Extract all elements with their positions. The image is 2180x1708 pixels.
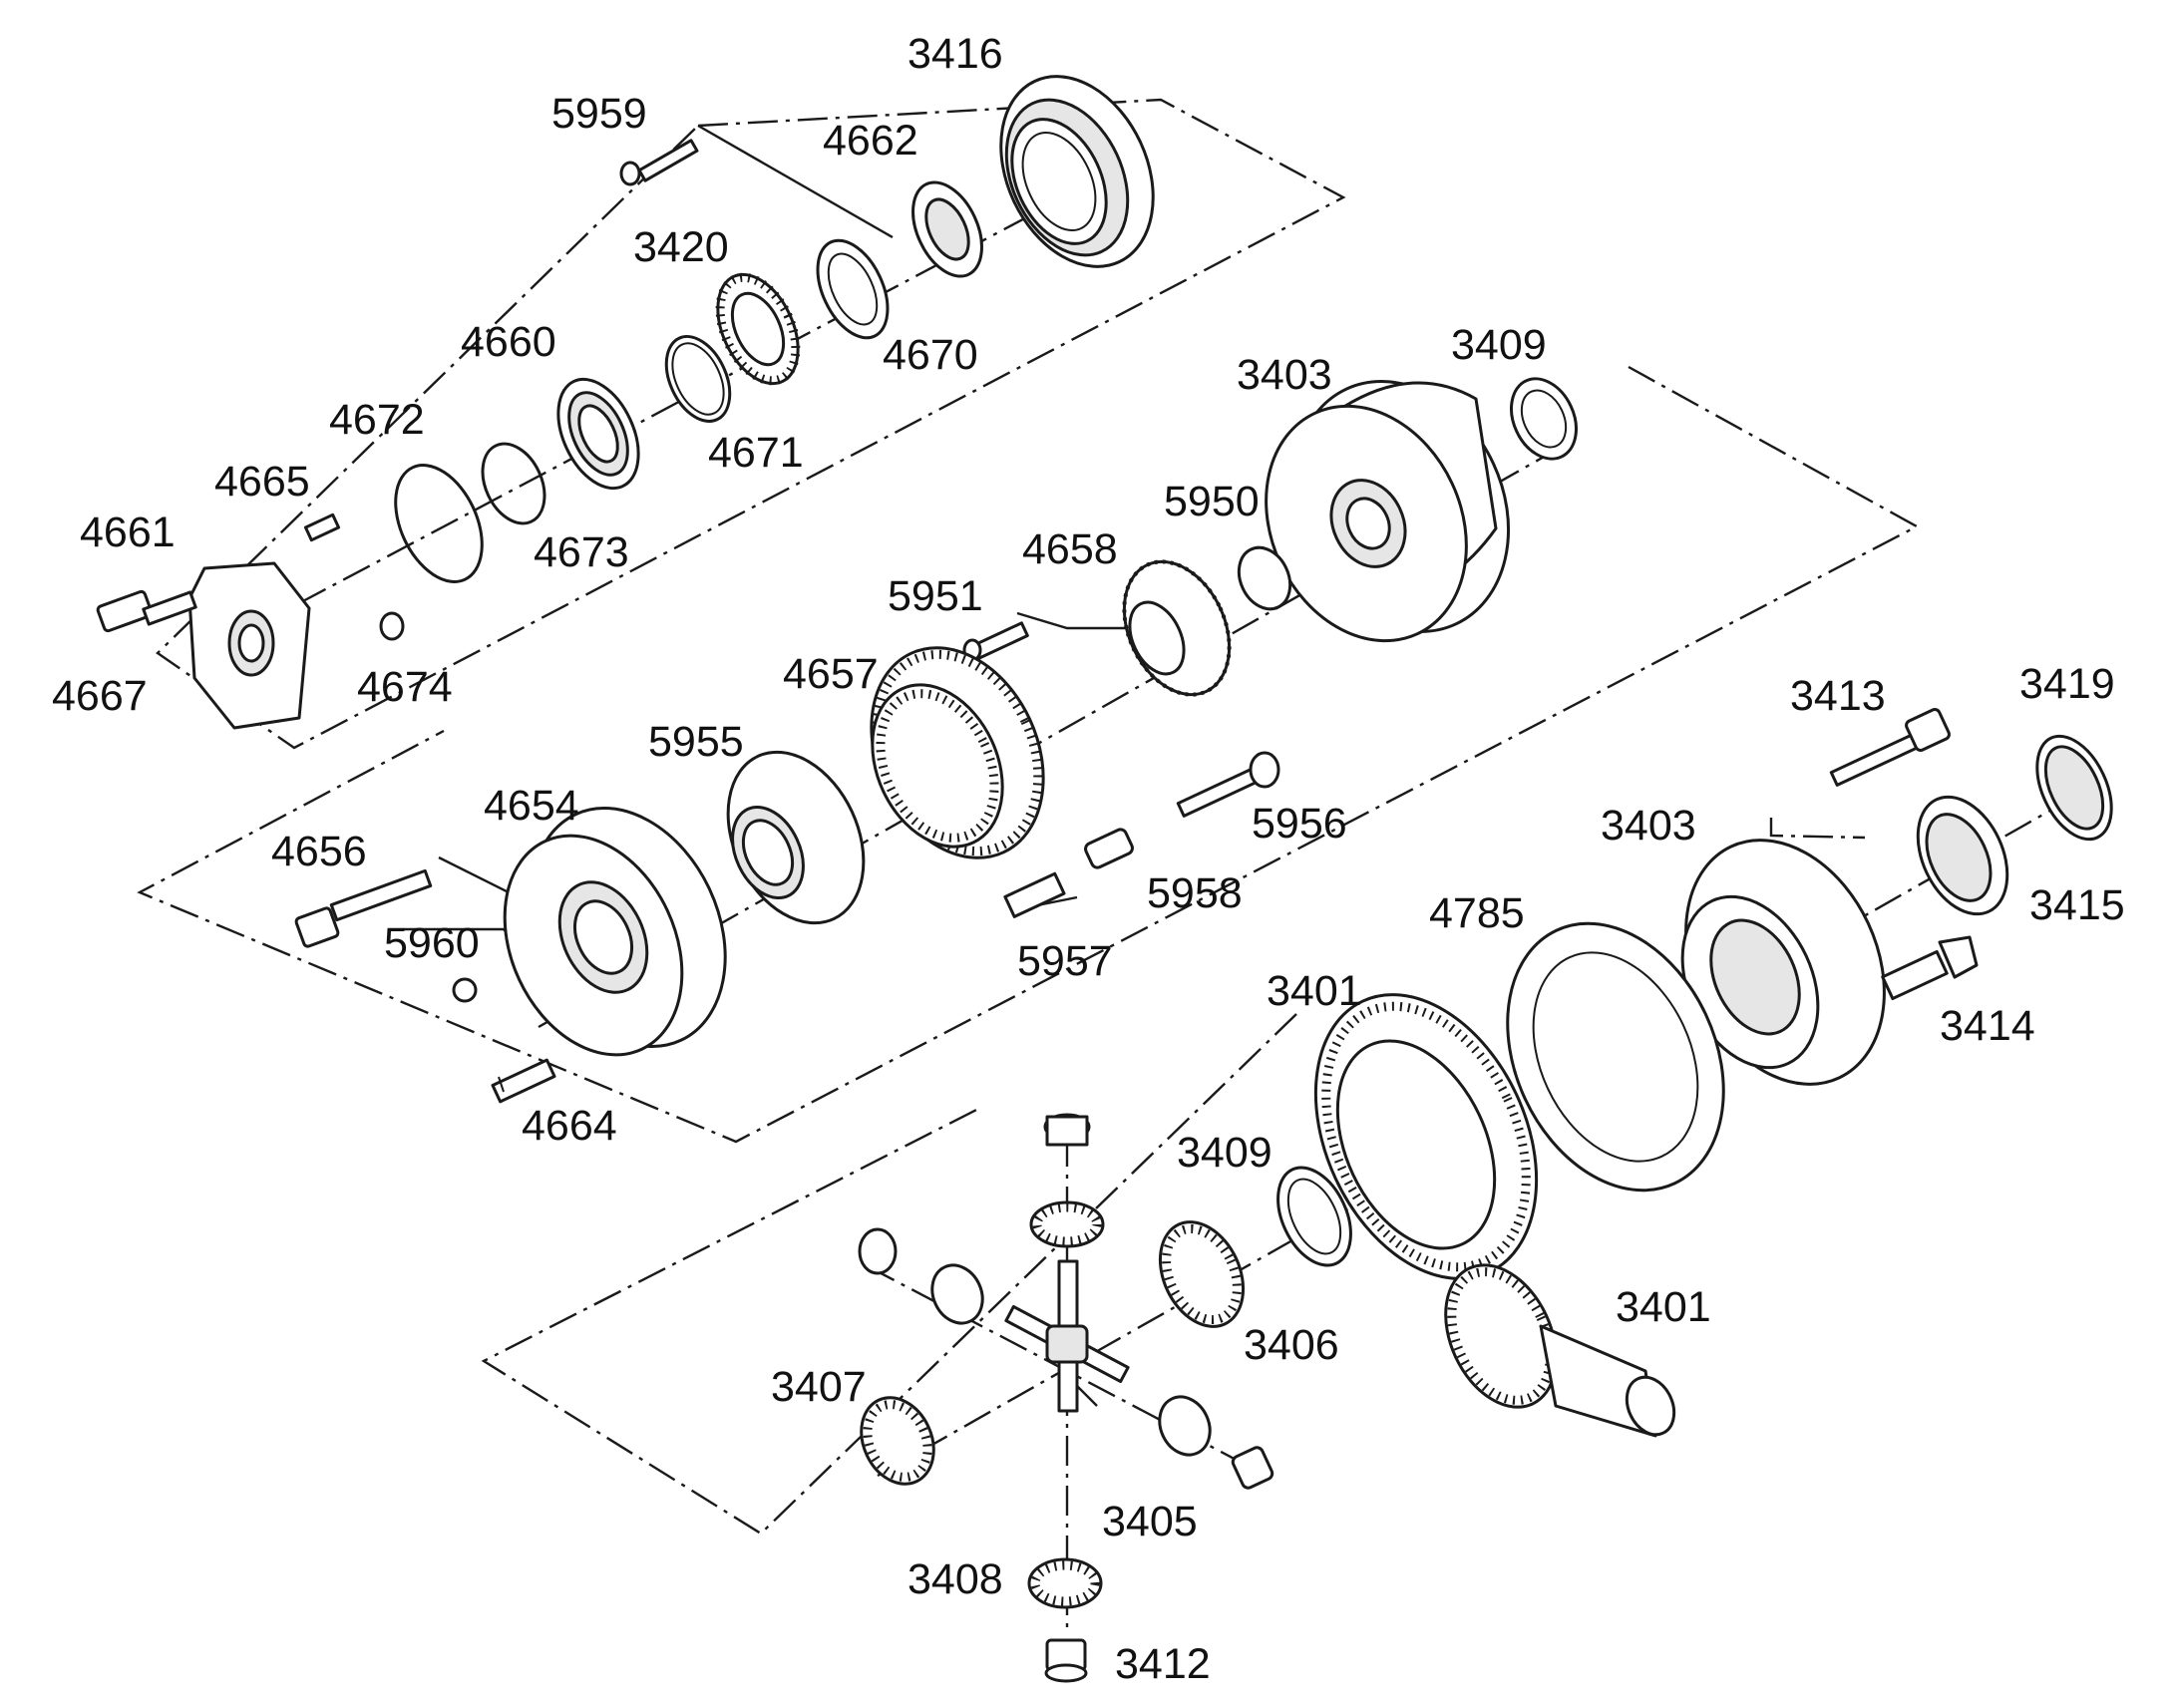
outline-3403-bolt	[1769, 818, 1866, 840]
callout-5956: 5956	[1252, 800, 1347, 848]
part-4665-pin	[303, 512, 341, 542]
callout-4671: 4671	[708, 429, 804, 477]
part-4662-seal	[911, 180, 983, 278]
part-3406-side-gear	[1158, 1220, 1246, 1328]
part-4670-washer	[816, 238, 890, 340]
callout-4662: 4662	[823, 117, 918, 165]
part-3419-ring-nut	[2035, 734, 2113, 842]
callout-3420: 3420	[633, 223, 729, 271]
part-spider-cross	[1004, 1259, 1130, 1413]
leader-5959	[697, 124, 894, 239]
part-5960-ball	[452, 977, 478, 1003]
callout-3419: 3419	[2019, 660, 2115, 708]
callout-3405: 3405	[1102, 1498, 1198, 1545]
part-5955-piston-plate	[726, 750, 866, 925]
part-3408-pinion	[1027, 1557, 1103, 1609]
part-3401-ring-gear	[1313, 993, 1539, 1280]
part-3401-pinion-shaft	[1444, 1263, 1676, 1438]
callout-5959: 5959	[551, 90, 647, 138]
part-4785-disc	[1506, 921, 1725, 1193]
callout-3414: 3414	[1940, 1002, 2035, 1050]
callout-4665: 4665	[214, 458, 310, 506]
part-3407-side-gear	[860, 1396, 935, 1486]
part-5959-screw	[619, 139, 699, 186]
part-3409-thrust-washer-lower	[1276, 1166, 1352, 1267]
leader-4656	[438, 855, 520, 899]
part-4664-spring	[491, 1058, 556, 1104]
part-3414-bolt	[1881, 935, 1979, 1001]
part-4671-ring	[664, 335, 732, 423]
callout-4656: 4656	[271, 828, 367, 875]
part-3420-ring-nut	[715, 272, 801, 386]
part-5958-sleeve	[1084, 828, 1134, 869]
callout-3412: 3412	[1115, 1640, 1211, 1688]
part-3415-bearing	[1916, 795, 2009, 916]
callout-4664: 4664	[522, 1102, 617, 1150]
callout-3416: 3416	[908, 30, 1003, 78]
callout-4654: 4654	[484, 782, 579, 830]
callout-3409-lower: 3409	[1177, 1129, 1272, 1177]
callout-5957: 5957	[1017, 937, 1113, 985]
callout-5955: 5955	[648, 718, 744, 766]
part-5950-ring	[1237, 545, 1292, 611]
part-side-pinion-left	[858, 1227, 984, 1325]
part-5956-bolt	[1176, 751, 1280, 818]
part-4661-cover-plate	[187, 561, 311, 730]
callout-3413: 3413	[1790, 672, 1886, 720]
part-4654-housing	[503, 806, 727, 1057]
callout-3415: 3415	[2029, 881, 2125, 929]
part-4673-ring	[481, 442, 546, 525]
callout-labels: 3416 5959 4662 3420 4670 4660 4671 4672 …	[52, 30, 2125, 1688]
callout-4674: 4674	[357, 663, 453, 711]
part-side-pinion-right	[1158, 1395, 1274, 1490]
part-3403-housing	[1265, 380, 1511, 643]
callout-4657: 4657	[783, 650, 879, 698]
part-3403-differential-case	[1680, 839, 1886, 1086]
part-3409-thrust-washer	[1510, 377, 1578, 461]
callout-4661: 4661	[80, 509, 176, 556]
part-5951-screw	[962, 621, 1029, 662]
part-upper-pinion	[1029, 1113, 1105, 1248]
part-4674-small-washer	[379, 611, 405, 641]
part-4667-bolt	[96, 589, 197, 633]
part-3412-bushing	[1044, 1638, 1088, 1683]
callout-4660: 4660	[461, 318, 556, 366]
callout-5958: 5958	[1147, 869, 1243, 917]
part-4672-snap-ring	[394, 464, 484, 583]
callout-5960: 5960	[384, 919, 480, 967]
part-3413-bolt	[1829, 708, 1951, 787]
callout-3401-pinion: 3401	[1616, 1283, 1711, 1331]
callout-5950: 5950	[1164, 478, 1260, 525]
callout-3408: 3408	[908, 1555, 1003, 1603]
part-5957-spring	[1003, 871, 1066, 918]
part-3416-bearing	[999, 75, 1155, 268]
callout-5951: 5951	[888, 572, 983, 620]
callout-3403-lower: 3403	[1601, 802, 1696, 850]
callout-4670: 4670	[883, 331, 978, 379]
callout-4658: 4658	[1022, 525, 1118, 573]
callout-3409-upper: 3409	[1451, 321, 1547, 369]
callout-4672: 4672	[329, 396, 425, 444]
callout-3406: 3406	[1244, 1321, 1339, 1369]
callout-4785: 4785	[1429, 889, 1525, 937]
callout-3407: 3407	[771, 1363, 867, 1411]
part-4658-gear	[1122, 559, 1232, 697]
outline-middle-group	[137, 365, 1920, 1144]
leader-5951	[1016, 611, 1137, 630]
callout-4673: 4673	[534, 528, 629, 576]
callout-3401-ring-gear: 3401	[1267, 967, 1362, 1015]
outline-lower-group	[481, 1013, 1297, 1536]
part-4656-bolt	[294, 868, 433, 948]
callout-3403-upper: 3403	[1237, 351, 1332, 399]
part-4657-clutch-pack	[870, 646, 1045, 859]
callout-4667: 4667	[52, 672, 148, 720]
leader-3405	[1076, 1385, 1098, 1407]
part-4660-seal	[556, 377, 640, 491]
